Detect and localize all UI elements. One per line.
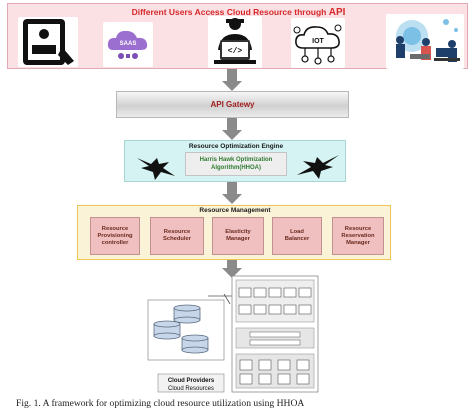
hawk-left-icon (137, 158, 175, 180)
figure-caption: Fig. 1. A framework for optimizing cloud… (16, 398, 305, 409)
hawk-right-icon (297, 155, 339, 179)
tablet-user-icon (18, 17, 78, 67)
iot-icon: IOT (291, 18, 345, 68)
saas-label: SAAS (120, 41, 137, 47)
arrow-users-to-gateway (222, 69, 242, 91)
users-panel: Different Users Access Cloud Resource th… (7, 3, 468, 69)
arrow-gateway-to-engine (222, 118, 242, 140)
arrow-management-to-cloud (222, 260, 242, 278)
cloud-providers-label: Cloud Providers (168, 378, 215, 384)
resource-management-title: Resource Management (199, 207, 271, 214)
iot-label: IOT (312, 38, 324, 45)
storage-illustration (147, 293, 232, 361)
cloud-resources-label: Cloud Resources (168, 386, 214, 392)
users-panel-title: Different Users Access Cloud Resource th… (131, 7, 346, 18)
optimization-engine-title: Resource Optimization Engine (188, 143, 284, 150)
cloud-infrastructure-diagram: Cloud Providers Cloud Resources (147, 275, 319, 393)
api-gateway-bar: API Gatewy (116, 91, 349, 118)
api-gateway-label: API Gatewy (210, 100, 255, 109)
optimization-engine-panel: Resource Optimization Engine Harris Hawk… (124, 140, 346, 182)
server-rack-illustration (231, 275, 319, 393)
arrow-engine-to-management (222, 182, 242, 204)
svg-text:</>: </> (228, 47, 243, 56)
office-users-icon (386, 14, 464, 69)
saas-cloud-icon: SAAS (103, 22, 153, 67)
hhoa-line1: Harris Hawk Optimization (199, 157, 273, 163)
hhoa-line2: Algorithm(HHOA) (211, 165, 261, 171)
hhoa-box: Harris Hawk Optimization Algorithm(HHOA) (185, 152, 287, 176)
developer-icon: </> (208, 16, 262, 68)
